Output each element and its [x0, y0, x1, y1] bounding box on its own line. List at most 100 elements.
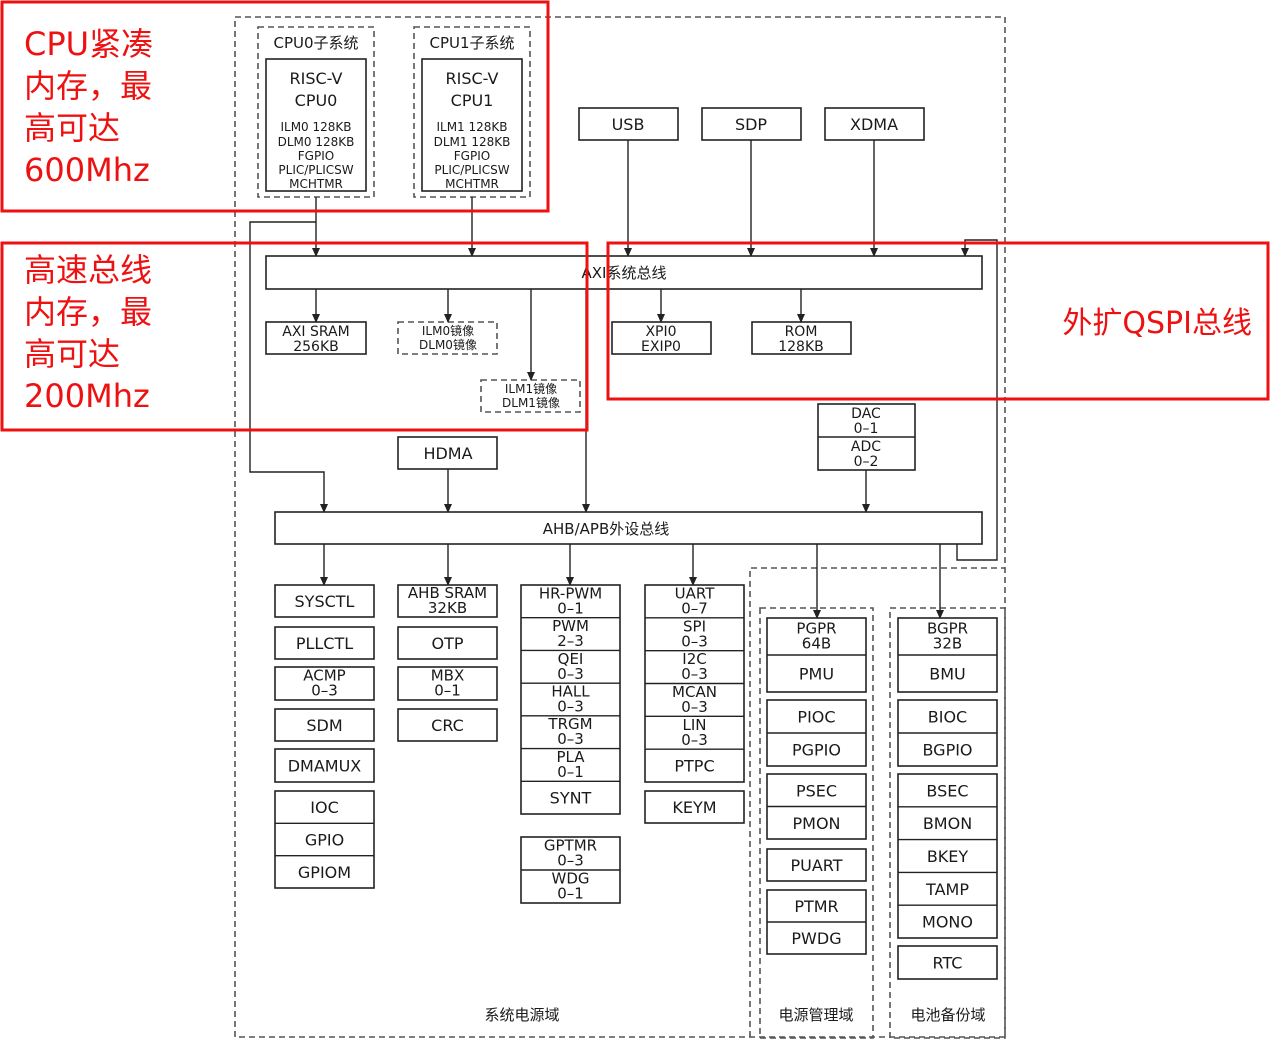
cpu-memory-highlight — [0, 0, 550, 213]
peripheral-mcan-label: MCAN — [672, 683, 717, 701]
bus-note-line3: 高可达 — [24, 335, 120, 373]
peripheral-hr-pwm-label: HR-PWM — [539, 584, 602, 602]
qspi-note: 外扩QSPI总线 — [1062, 306, 1252, 341]
cpu0-core-line2: CPU0 — [295, 91, 338, 110]
peripheral-synt-label: SYNT — [550, 789, 592, 808]
peripheral-bioc-label: BIOC — [928, 708, 967, 727]
bus-note-line1: 高速总线 — [24, 251, 152, 289]
peripheral-spi-label: SPI — [683, 617, 706, 635]
cpu-note-line2: 内存，最 — [24, 67, 152, 105]
ilm0-mirror-line2: DLM0镜像 — [419, 337, 477, 352]
cpu1-detail-plic: PLIC/PLICSW — [434, 163, 509, 177]
peripheral-pllctl-label: PLLCTL — [296, 634, 353, 653]
peripheral-i2c-range: 0–3 — [681, 665, 708, 683]
peripheral-acmp-range: 0–3 — [311, 682, 338, 700]
xpi0-box — [611, 321, 712, 355]
system-domain-label: 系统电源域 — [484, 1006, 559, 1024]
cpu1-detail-ilm: ILM1 128KB — [436, 120, 507, 134]
peripheral-wdg-range: 0–1 — [557, 885, 584, 903]
peripheral-trgm-label: TRGM — [547, 715, 592, 733]
peripheral-lin-range: 0–3 — [681, 731, 708, 749]
power-mgmt-domain-label: 电源管理域 — [778, 1006, 853, 1024]
peripheral-rtc-label: RTC — [933, 954, 963, 973]
peripheral-gptmr-label: GPTMR — [544, 837, 597, 855]
ilm0-mirror-box — [397, 321, 498, 355]
axi-sram-line2: 256KB — [293, 339, 339, 355]
cpu0-detail-plic: PLIC/PLICSW — [278, 163, 353, 177]
peripheral-group-crc — [397, 708, 498, 742]
peripheral-uart-range: 0–7 — [681, 599, 708, 617]
peripheral-sdm-label: SDM — [306, 716, 342, 735]
peripheral-pmu-label: PMU — [799, 665, 834, 684]
peripheral-pwdg-label: PWDG — [791, 929, 841, 948]
sdp-label: SDP — [735, 115, 767, 134]
cpu1-detail-fgpio: FGPIO — [454, 149, 490, 163]
peripheral-group-hr-pwm — [520, 584, 621, 815]
usb-label: USB — [612, 115, 645, 134]
ilm1-mirror-box — [480, 379, 581, 413]
axi-sram-line1: AXI SRAM — [282, 324, 349, 340]
peripheral-group-sysctl — [274, 584, 375, 618]
cpu-note-line1: CPU紧凑 — [24, 25, 153, 63]
ahb-apb-bus — [274, 511, 983, 545]
peripheral-pgpr-label: PGPR — [796, 620, 836, 638]
xdma-label: XDMA — [850, 115, 898, 134]
peripheral-puart-label: PUART — [790, 856, 842, 875]
peripheral-pwm-range: 2–3 — [557, 632, 584, 650]
peripheral-bgpr-label: BGPR — [927, 620, 968, 638]
peripheral-group-bsec — [897, 773, 998, 939]
adc-line2: 0–2 — [854, 454, 879, 470]
bus-memory-highlight — [0, 241, 589, 432]
peripheral-group-ioc — [274, 790, 375, 889]
rom-line1: ROM — [785, 324, 818, 340]
peripheral-bkey-label: BKEY — [927, 847, 969, 866]
peripheral-crc-label: CRC — [431, 716, 464, 735]
peripheral-qei-label: QEI — [558, 650, 584, 668]
cpu-note-line3: 高可达 — [24, 109, 120, 147]
cpu0-core-line1: RISC-V — [290, 69, 343, 88]
cpu-note-line4: 600Mhz — [24, 151, 150, 189]
peripheral-group-otp — [397, 626, 498, 660]
peripheral-pla-label: PLA — [556, 748, 585, 766]
peripheral-acmp-label: ACMP — [303, 667, 345, 685]
peripheral-hall-label: HALL — [551, 683, 590, 701]
peripheral-pioc-label: PIOC — [797, 708, 835, 727]
cpu0-detail-dlm: DLM0 128KB — [278, 135, 355, 149]
power-mgmt-domain-outline — [759, 607, 874, 1039]
peripheral-hall-range: 0–3 — [557, 698, 584, 716]
peripheral-ahb-sram-label: AHB SRAM — [408, 584, 487, 602]
peripheral-sysctl-label: SYSCTL — [295, 592, 355, 611]
battery-domain-outline — [889, 607, 1006, 1039]
rom-line2: 128KB — [778, 339, 824, 355]
dac-line1: DAC — [851, 406, 881, 422]
peripheral-mcan-range: 0–3 — [681, 698, 708, 716]
peripheral-pla-range: 0–1 — [557, 763, 584, 781]
peripheral-group-pllctl — [274, 626, 375, 660]
bus-note-line2: 内存，最 — [24, 293, 152, 331]
cpu1-detail-dlm: DLM1 128KB — [434, 135, 511, 149]
hdma-box — [397, 436, 498, 470]
bus-note-line4: 200Mhz — [24, 377, 150, 415]
xpi0-line1: XPI0 — [645, 324, 676, 340]
ilm1-mirror-line1: ILM1镜像 — [505, 381, 557, 396]
xpi0-line2: EXIP0 — [641, 339, 681, 355]
peripheral-gpio-label: GPIO — [305, 831, 344, 850]
peripheral-columns: SYSCTLPLLCTLACMP0–3SDMDMAMUXIOCGPIOGPIOM… — [274, 584, 998, 980]
cpu1-core-box — [421, 58, 523, 192]
peripheral-mbx-range: 0–1 — [434, 682, 461, 700]
peripheral-group-sdm — [274, 708, 375, 742]
peripheral-ptpc-label: PTPC — [674, 757, 714, 776]
peripheral-wdg-label: WDG — [551, 870, 589, 888]
adc-line1: ADC — [851, 439, 881, 455]
cpu0-detail-mchtmr: MCHTMR — [289, 177, 343, 191]
peripheral-mbx-label: MBX — [431, 667, 465, 685]
axi-sram-box — [265, 321, 367, 355]
peripheral-pwm-label: PWM — [552, 617, 589, 635]
peripheral-group-ahb-sram — [397, 584, 498, 618]
xdma-box — [824, 107, 925, 141]
ilm0-mirror-line1: ILM0镜像 — [422, 323, 474, 338]
peripheral-group-puart — [766, 848, 867, 882]
peripheral-lin-label: LIN — [682, 716, 706, 734]
peripheral-ahb-sram-range: 32KB — [428, 599, 467, 617]
